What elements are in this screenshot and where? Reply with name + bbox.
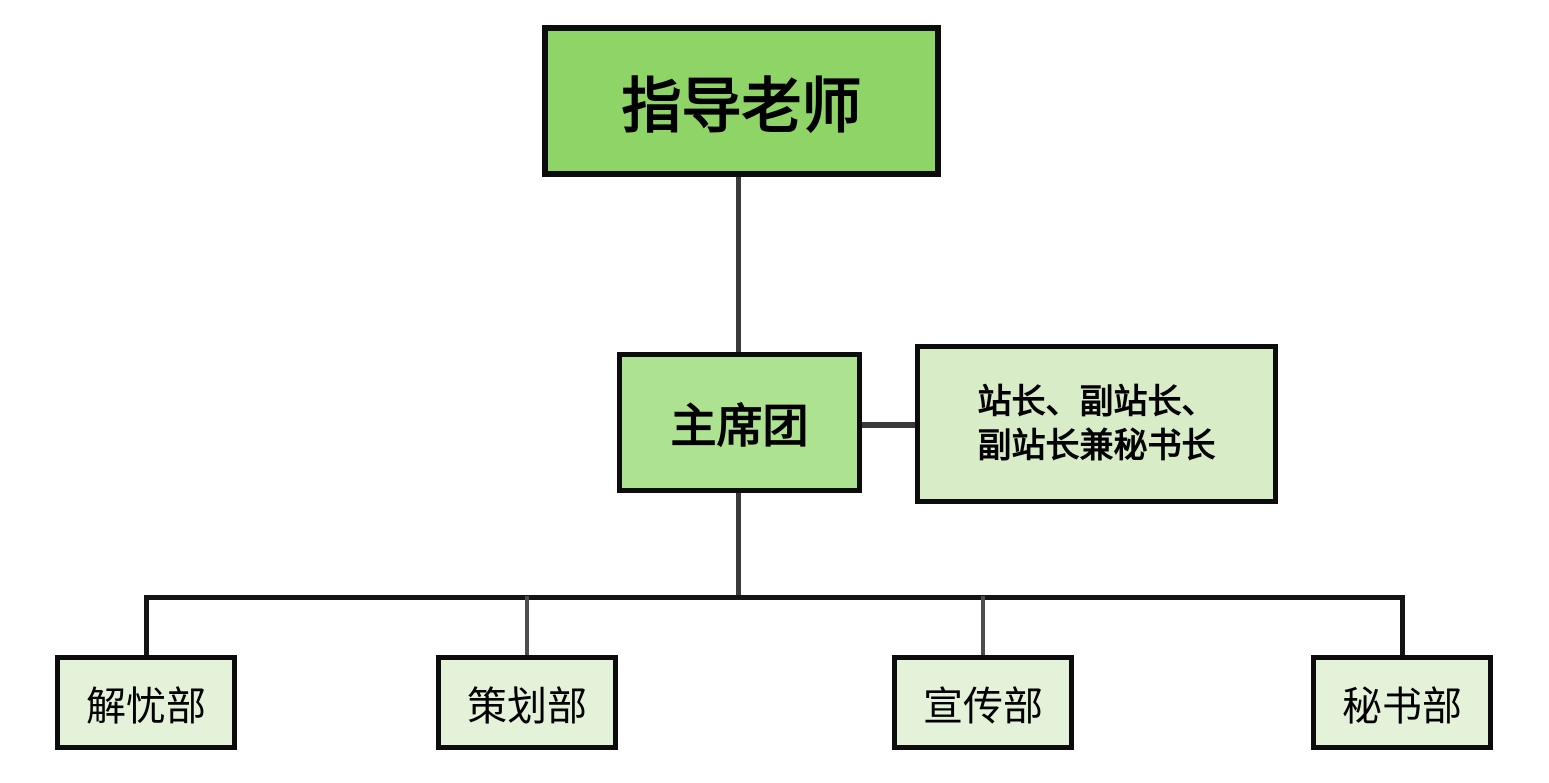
connector-elbow-dept-1 — [144, 595, 149, 656]
connector-drop-dept-3 — [981, 596, 985, 656]
node-advisor: 指导老师 — [542, 25, 941, 177]
connector-rail — [144, 595, 1405, 600]
node-dept-mishu-label: 秘书部 — [1342, 684, 1462, 729]
node-dept-mishu: 秘书部 — [1311, 655, 1493, 750]
connector-drop-dept-2 — [525, 596, 529, 656]
connector-presidium-note — [860, 422, 915, 428]
node-advisor-label: 指导老师 — [621, 72, 862, 140]
node-dept-xuanchuan-label: 宣传部 — [923, 684, 1043, 729]
leaders-note-line-1: 站长、副站长、 — [977, 383, 1216, 421]
connector-presidium-rail — [736, 493, 741, 597]
node-presidium: 主席团 — [617, 352, 862, 493]
node-dept-jieyou-label: 解忧部 — [86, 684, 206, 729]
node-dept-cehua: 策划部 — [436, 655, 618, 750]
node-dept-xuanchuan: 宣传部 — [892, 655, 1074, 750]
leaders-note-line-2: 副站长兼秘书长 — [977, 427, 1216, 465]
node-dept-cehua-label: 策划部 — [467, 684, 587, 729]
node-leaders-note: 站长、副站长、 副站长兼秘书长 — [915, 344, 1278, 504]
node-dept-jieyou: 解忧部 — [55, 655, 237, 750]
node-presidium-label: 主席团 — [670, 399, 809, 452]
connector-advisor-presidium — [736, 177, 741, 352]
connector-elbow-dept-4 — [1400, 595, 1405, 656]
